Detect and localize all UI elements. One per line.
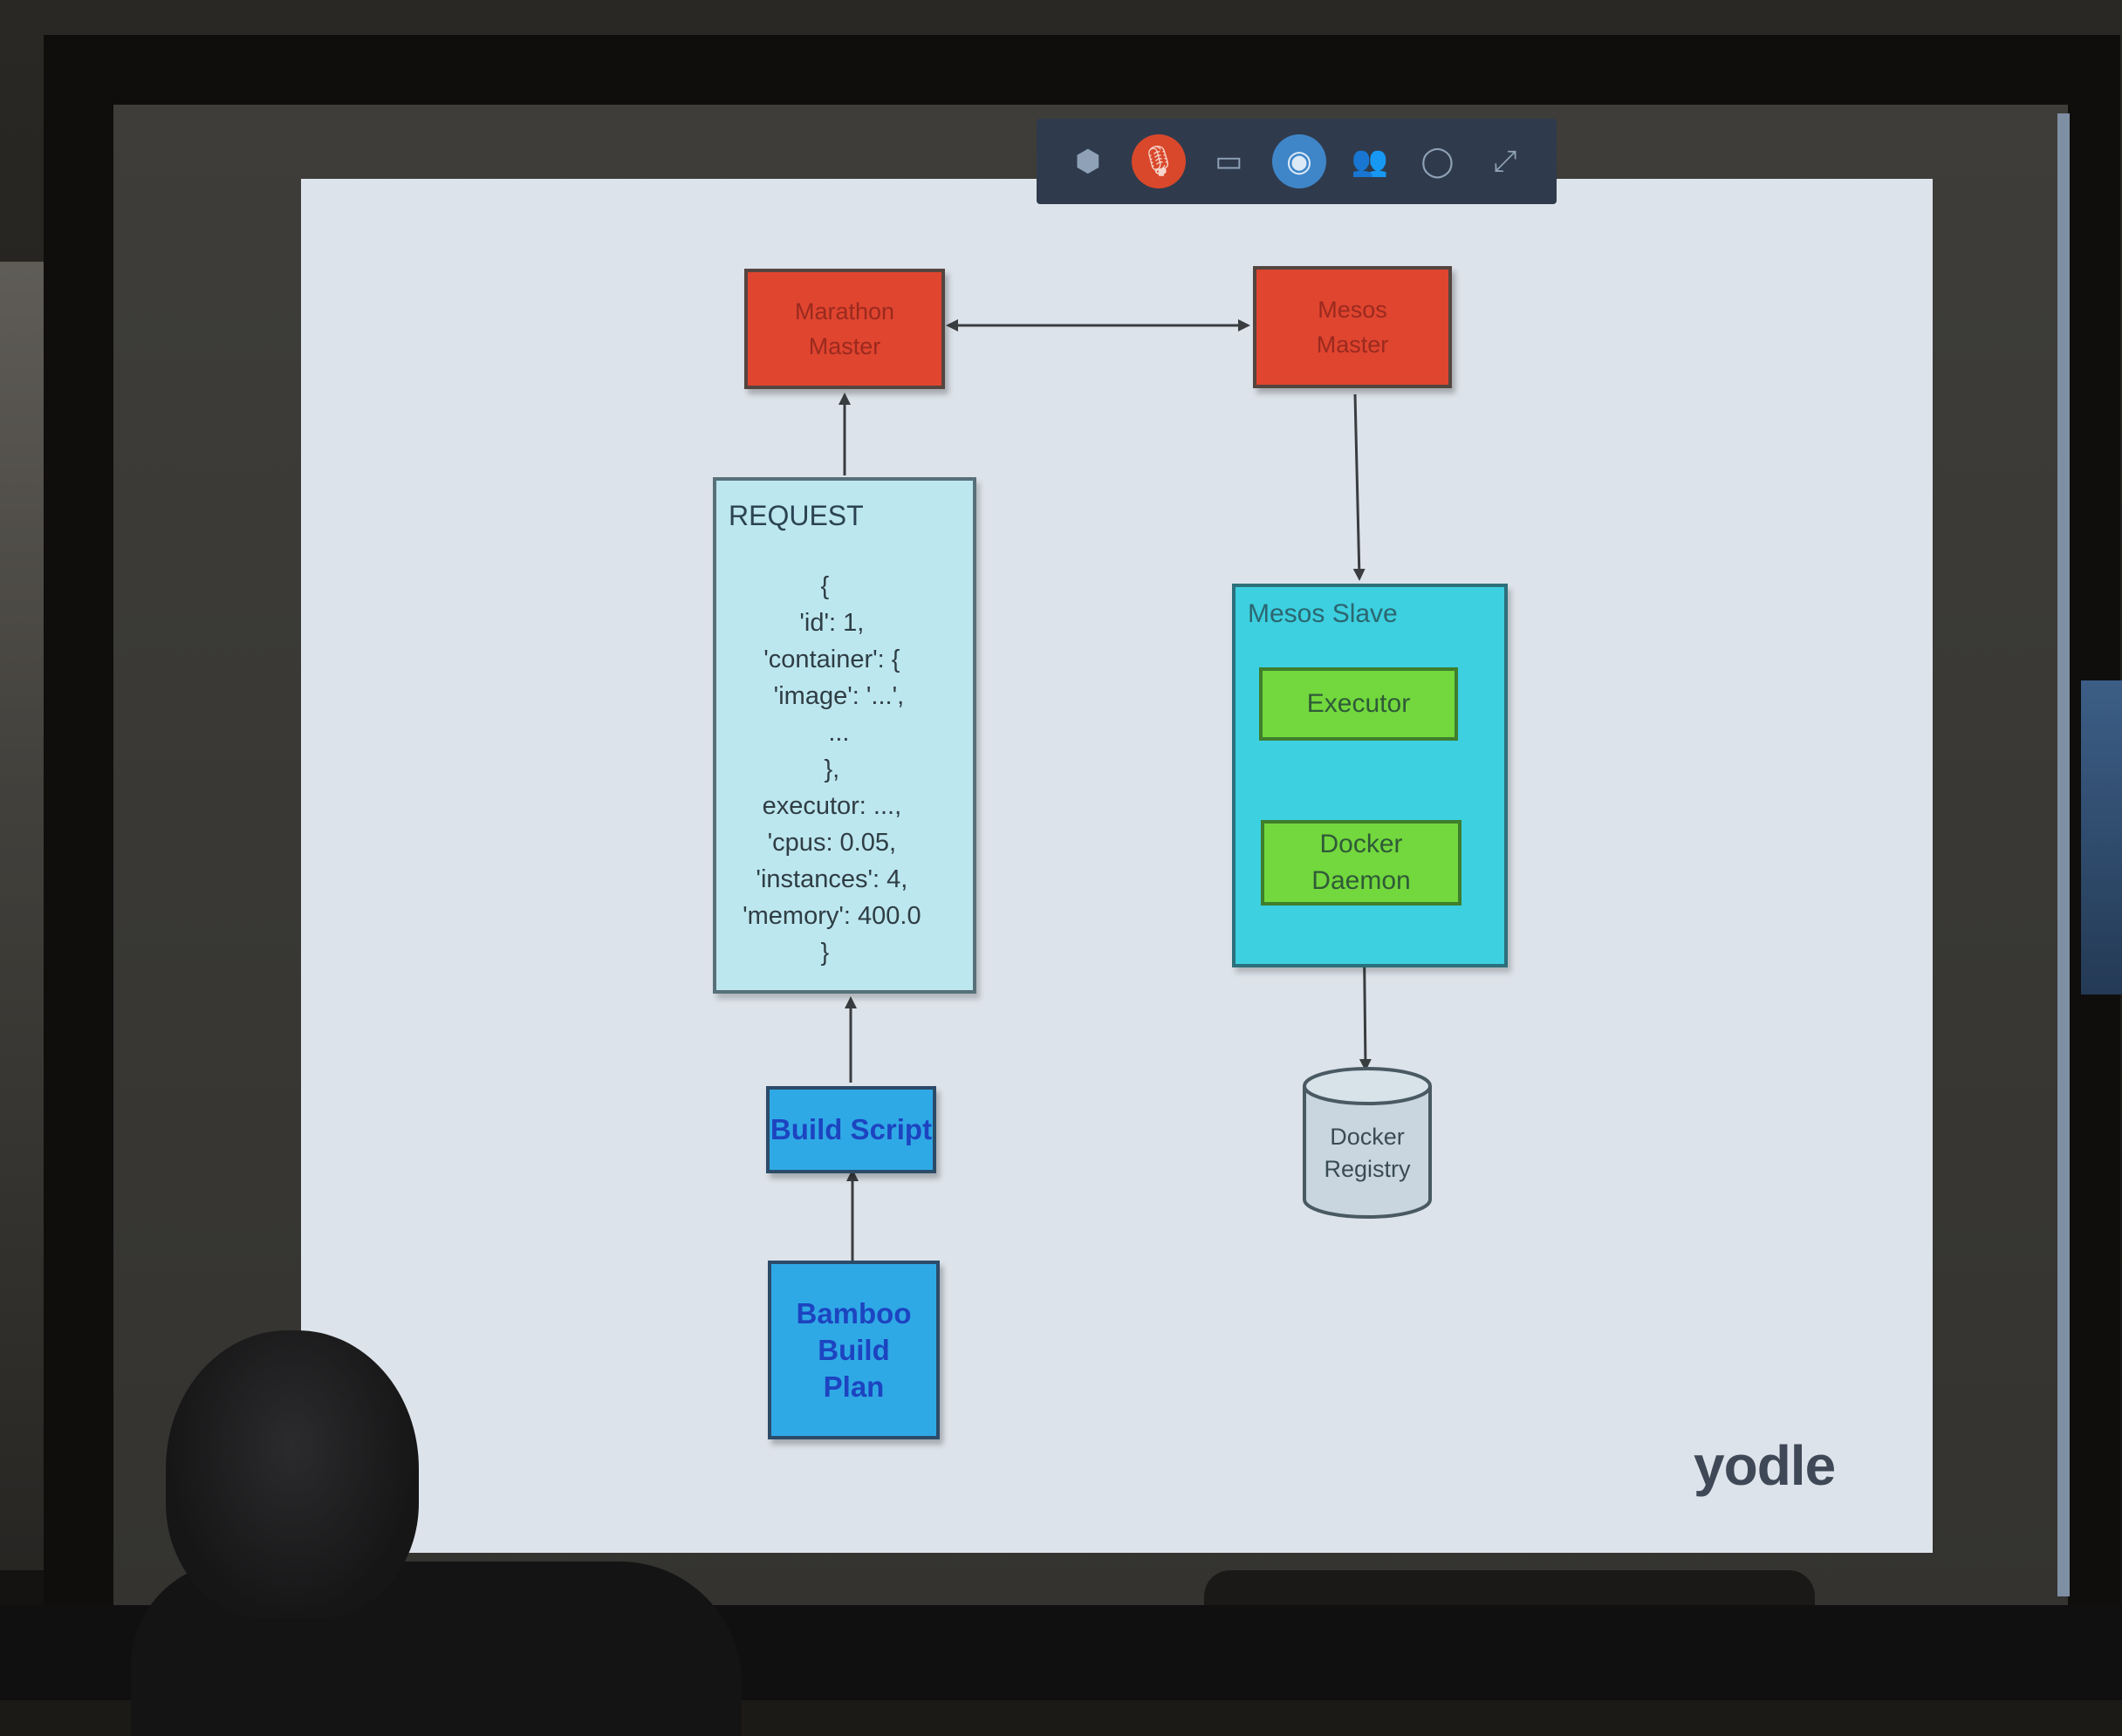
mesos-master-node: Mesos Master [1253, 266, 1452, 388]
docker-registry-cylinder-shape [1303, 1067, 1432, 1219]
build-script-node: Build Script [766, 1086, 936, 1173]
screen-share-icon[interactable]: ▭ [1215, 145, 1243, 178]
docker-registry-label: Docker Registry [1324, 1124, 1411, 1182]
meeting-toolbar: ⬢ 🎙 ▭ ◉ 👥 ◯ ⤢ [1037, 119, 1557, 204]
executor-node: Executor [1259, 667, 1458, 741]
edge-mesos-slave [1352, 393, 1366, 581]
mesos-slave-title: Mesos Slave [1248, 599, 1398, 628]
settings-icon[interactable]: ⬢ [1075, 145, 1101, 178]
chat-icon[interactable]: ◯ [1420, 145, 1455, 178]
connector-layer [839, 319, 1432, 1261]
yodle-logo: yodle [1694, 1434, 1836, 1497]
side-device [2081, 680, 2122, 994]
audience-member-head [166, 1330, 419, 1618]
bamboo-build-plan-node: Bamboo Build Plan [768, 1261, 940, 1439]
microphone-icon[interactable]: 🎙 [1131, 134, 1186, 188]
request-title: REQUEST [729, 500, 864, 531]
participants-icon[interactable]: 👥 [1351, 145, 1388, 178]
docker-daemon-node: Docker Daemon [1261, 820, 1461, 906]
fullscreen-icon[interactable]: ⤢ [1493, 144, 1517, 178]
docker-registry-node: Docker Registry [1304, 1112, 1430, 1199]
mesos-slave-node: Mesos Slave [1232, 584, 1508, 967]
marathon-master-node: Marathon Master [744, 269, 945, 389]
video-camera-icon[interactable]: ◉ [1271, 134, 1326, 188]
request-json-body: { 'id': 1, 'container': { 'image': '...'… [743, 572, 921, 967]
screen-edge [2057, 113, 2070, 1596]
presentation-slide: Marathon Master Mesos Master REQUEST { '… [301, 179, 1933, 1553]
request-node: REQUEST { 'id': 1, 'container': { 'image… [713, 477, 976, 994]
